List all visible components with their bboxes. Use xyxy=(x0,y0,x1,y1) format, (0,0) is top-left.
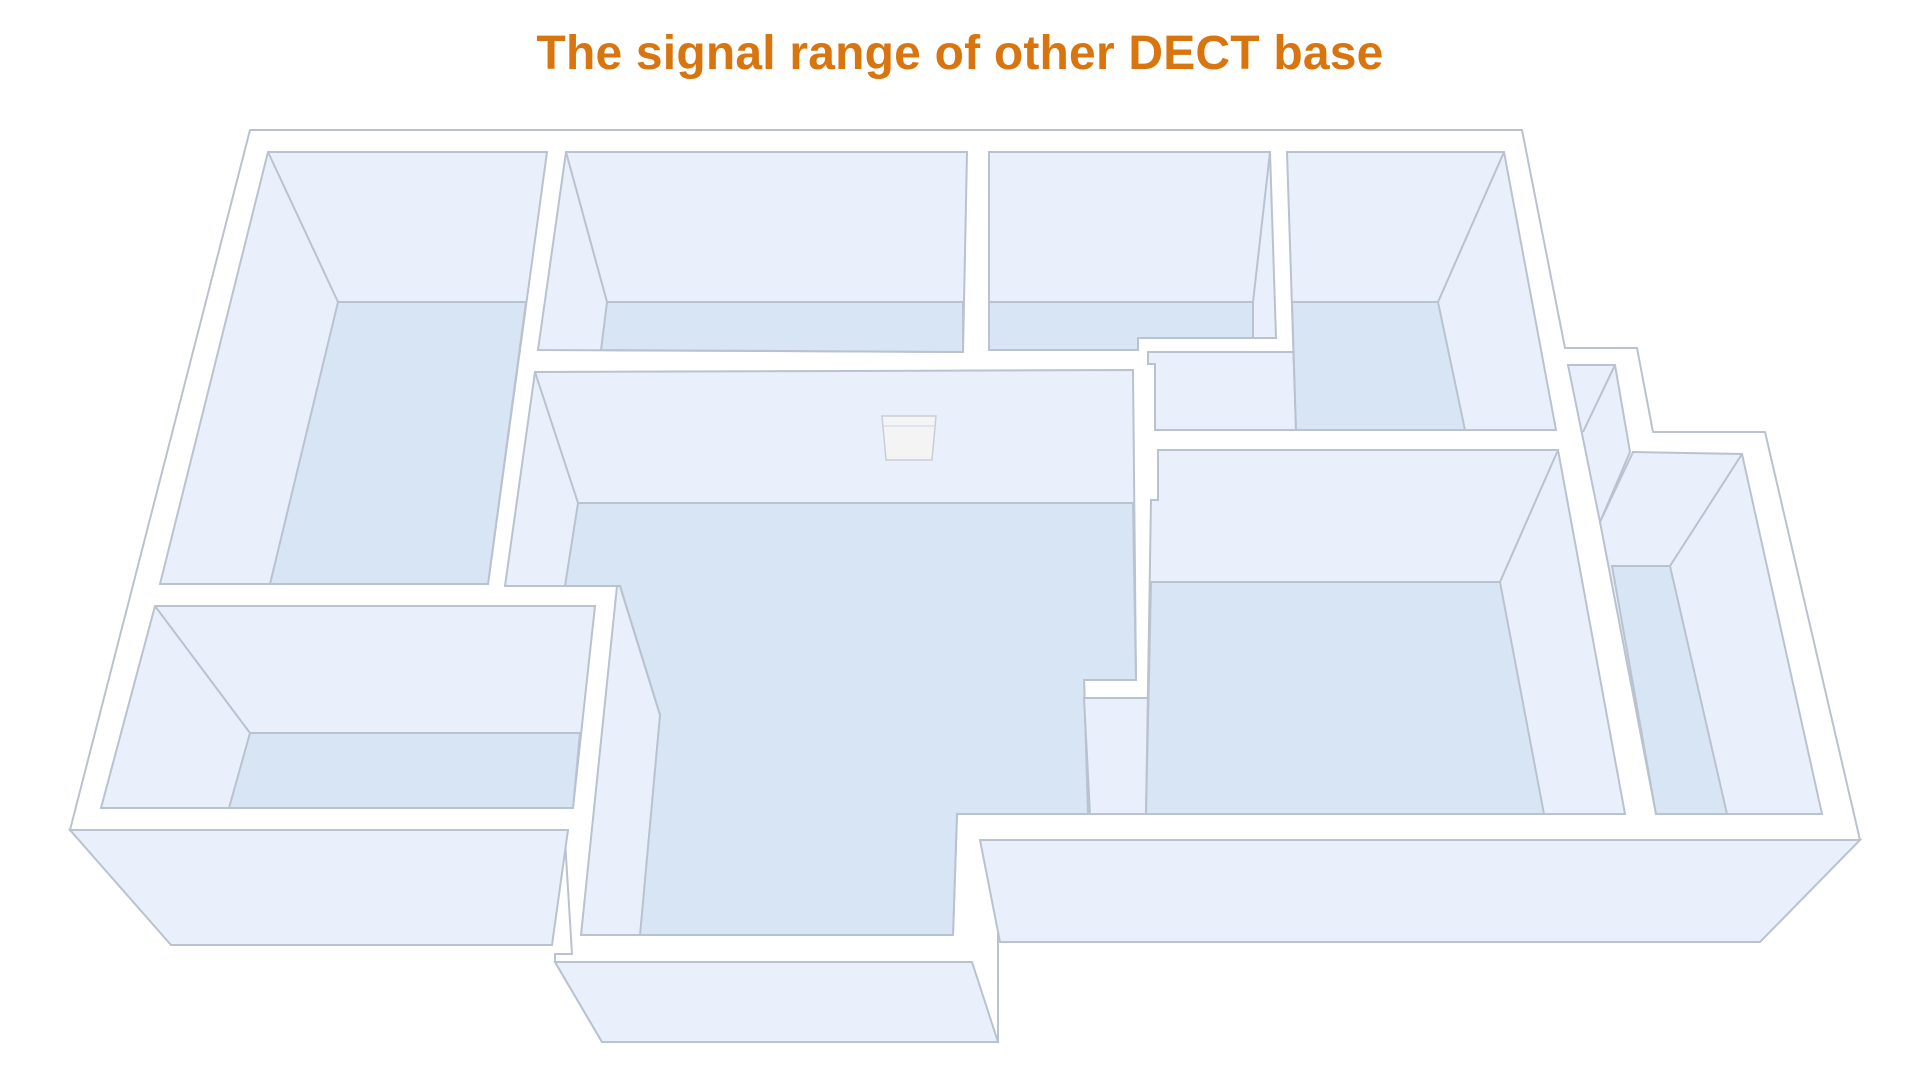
room-middle-right xyxy=(1144,449,1627,815)
room-top-right xyxy=(1285,151,1558,431)
room-top-left xyxy=(158,151,549,585)
diagram-title: The signal range of other DECT base xyxy=(536,27,1384,80)
front-faces xyxy=(67,829,1863,1043)
room-top-middle xyxy=(536,151,969,354)
hallway-middle xyxy=(1082,697,1151,815)
closet-right xyxy=(1566,364,1632,526)
room-far-right xyxy=(1598,450,1824,815)
room-bottom-left xyxy=(99,605,597,809)
room-top-center-right xyxy=(988,151,1278,351)
dect-base-icon xyxy=(881,415,937,461)
room-central xyxy=(503,368,1138,936)
hallway-top xyxy=(1147,351,1297,431)
